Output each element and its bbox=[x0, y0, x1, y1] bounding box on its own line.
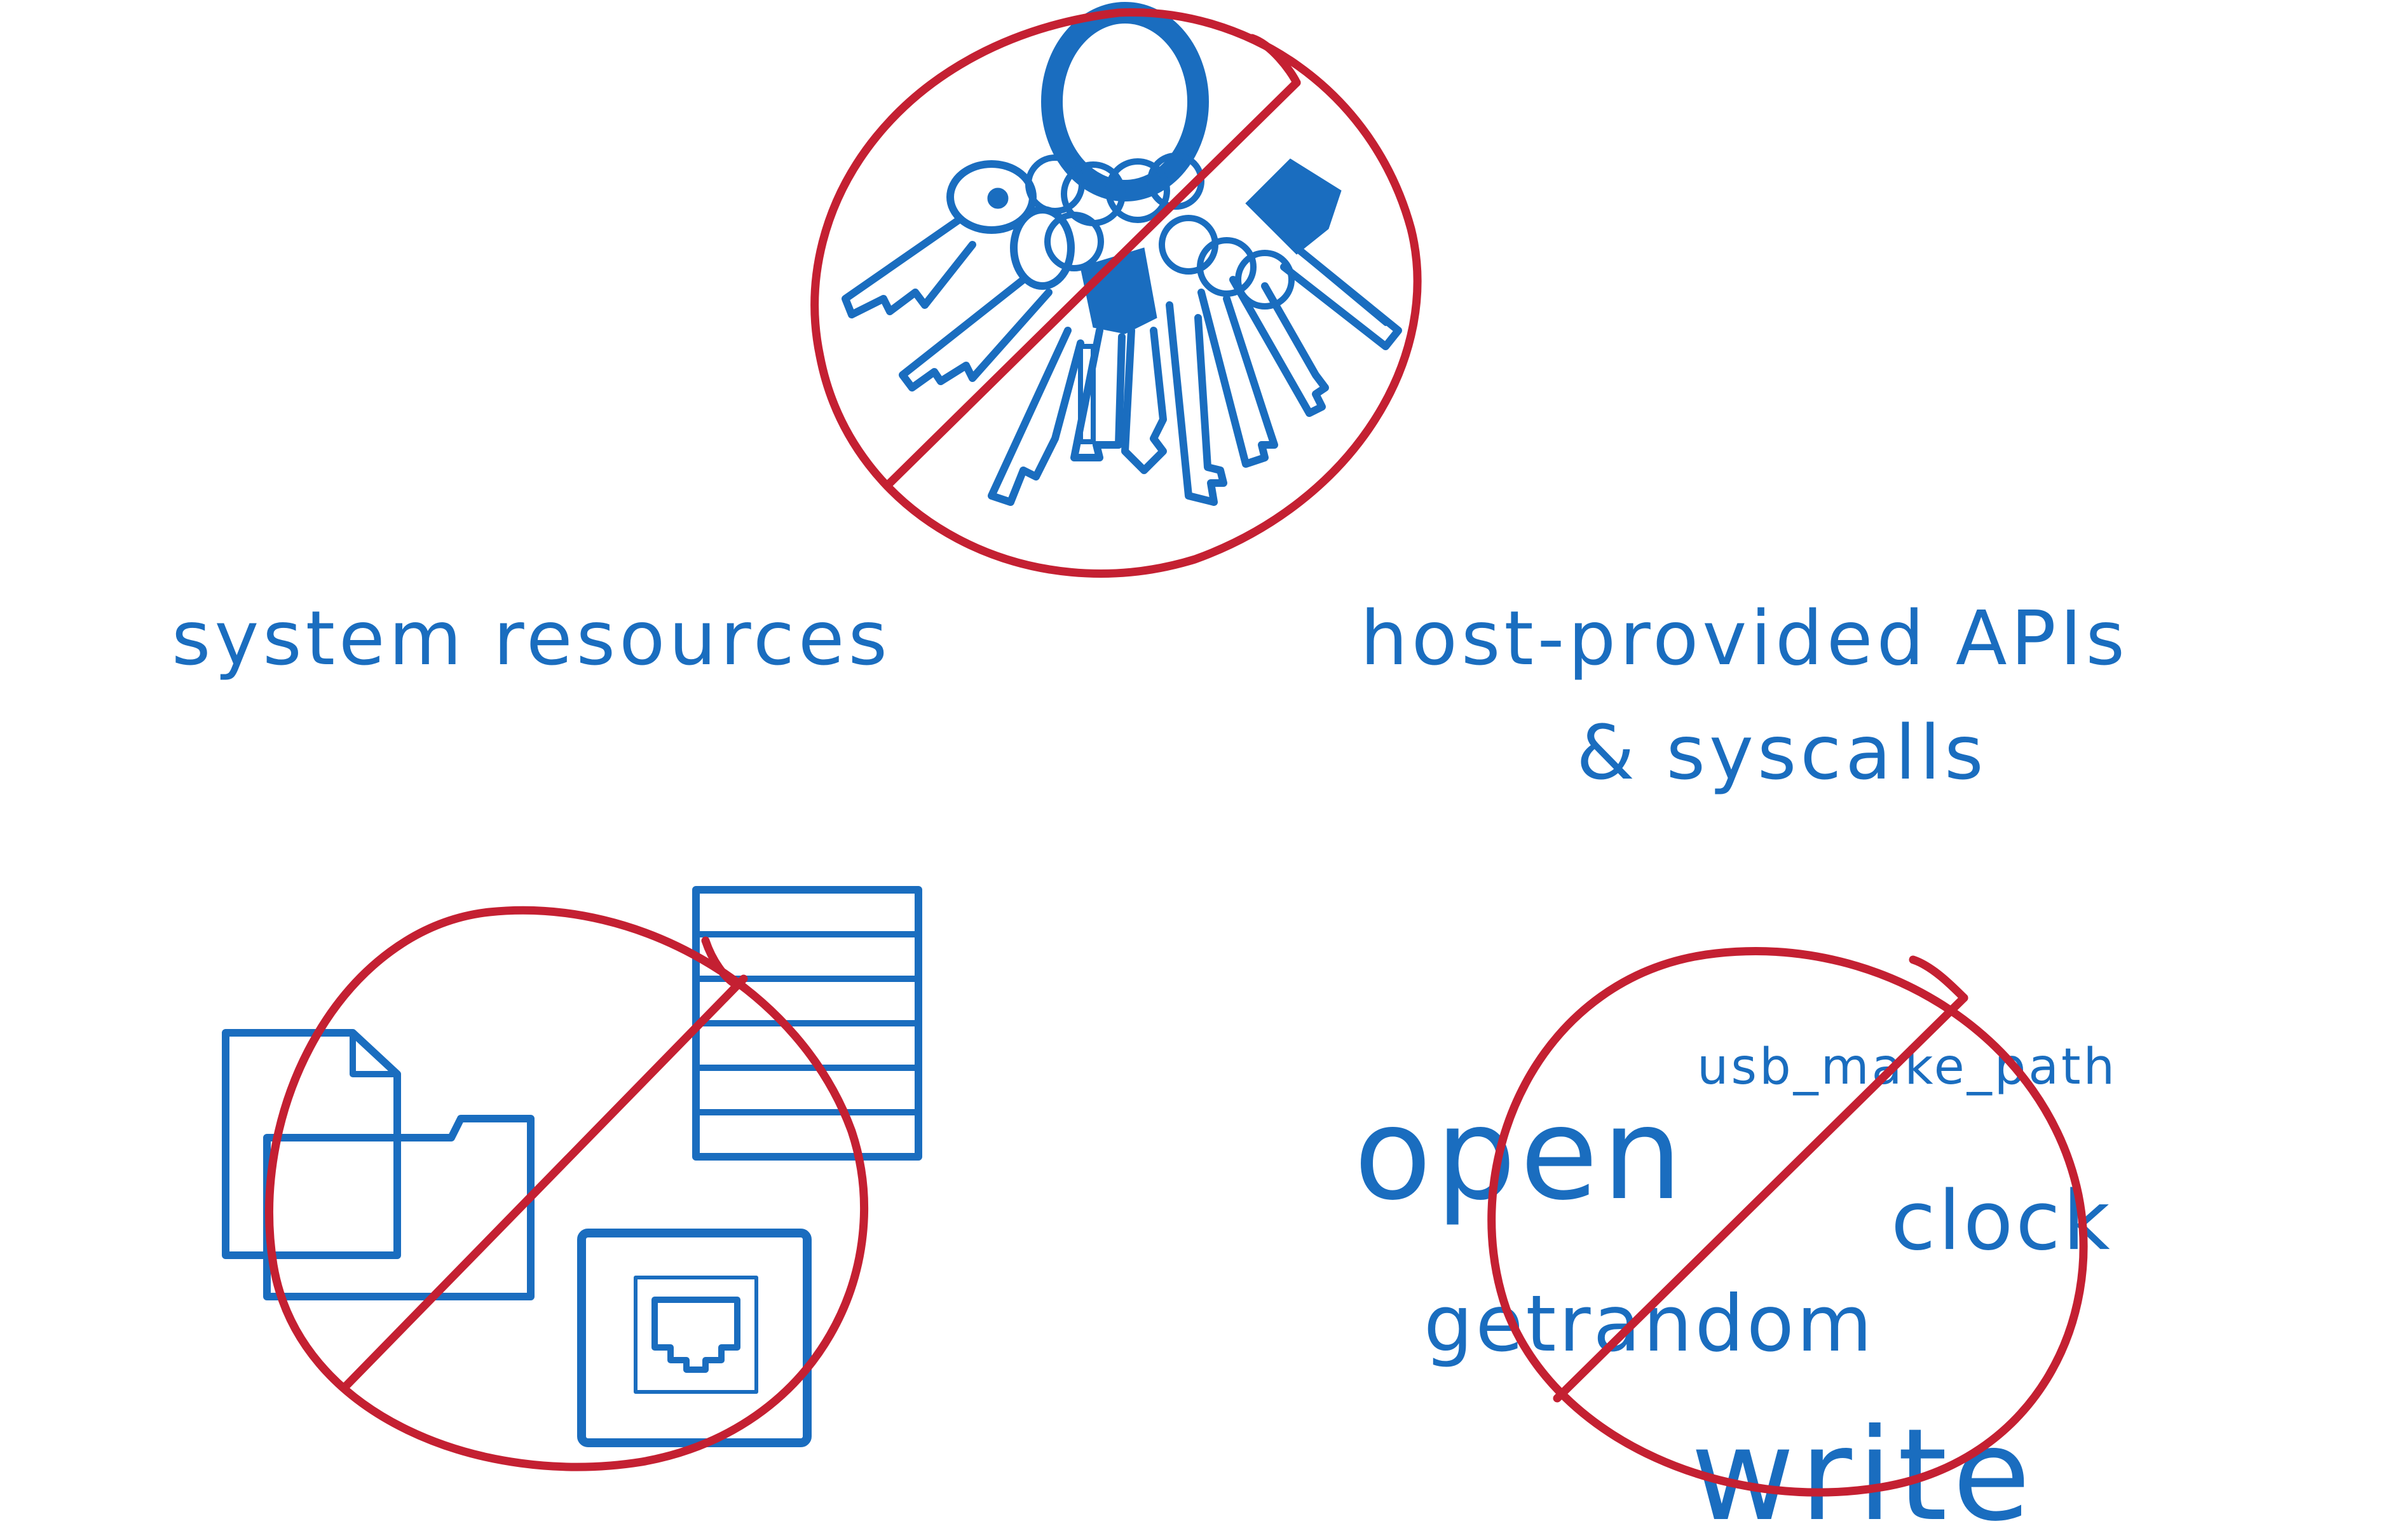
prohibit-syscalls-icon bbox=[1487, 947, 2088, 1497]
folder-icon bbox=[263, 1115, 535, 1300]
keys-vertical bbox=[988, 276, 1329, 506]
ethernet-port-icon bbox=[577, 1229, 812, 1447]
key-right bbox=[1245, 158, 1402, 350]
prohibit-keyring-icon bbox=[810, 8, 1422, 578]
syscall-words-icon: open usb_make_path clock getrandom write bbox=[1354, 1039, 2117, 1540]
prohibit-files-icon bbox=[265, 906, 868, 1471]
key-left-mid bbox=[899, 206, 1075, 392]
key-left bbox=[842, 160, 1037, 318]
keyring-small-rings bbox=[1025, 153, 1295, 310]
keyring-hub-key bbox=[1080, 247, 1157, 334]
system-resources-label: system resources bbox=[172, 594, 891, 682]
server-stack-icon bbox=[692, 886, 922, 1161]
keyring-icon bbox=[842, 2, 1402, 506]
host-apis-label-line2: & syscalls bbox=[1576, 709, 1987, 796]
api-word-usb-make-path: usb_make_path bbox=[1697, 1039, 2117, 1096]
api-word-write: write bbox=[1691, 1401, 2036, 1540]
files-network-icon bbox=[222, 886, 922, 1447]
document-icon bbox=[222, 1029, 401, 1259]
host-apis-label-line1: host-provided APIs bbox=[1360, 594, 2129, 682]
api-word-getrandom: getrandom bbox=[1424, 1279, 1875, 1369]
